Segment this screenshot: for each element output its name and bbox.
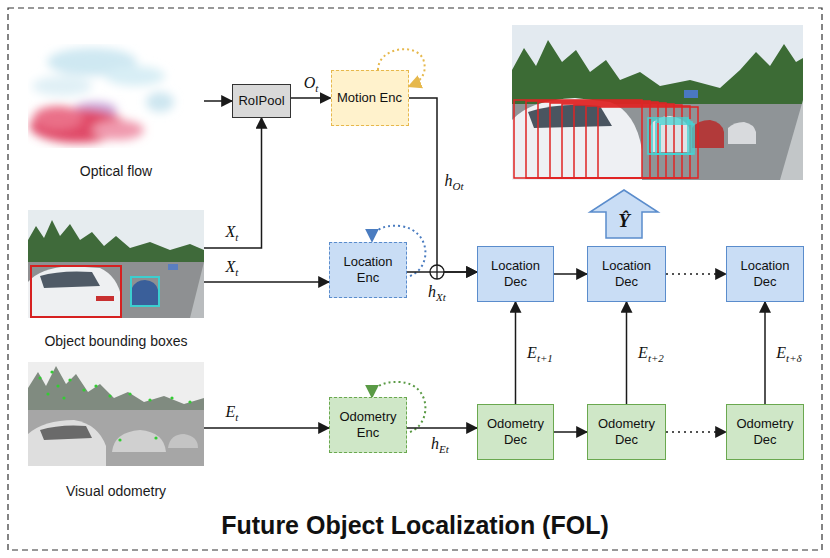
signal-label: hXt [426,283,448,306]
connector [626,302,628,404]
optical-flow-image [28,44,204,148]
image-caption: Object bounding boxes [44,333,187,350]
decoder-box: Location Dec [587,246,666,302]
connector [554,431,587,433]
box-label: Odometry Enc [334,409,402,441]
connector [515,302,517,404]
connector [204,427,329,429]
decoder-box: Odometry Dec [477,404,554,460]
encoder-box: Odometry Enc [329,397,407,453]
connector [204,118,262,248]
box-label: Odometry Dec [482,416,549,448]
box-label: Location Dec [482,258,549,290]
image-caption: Visual odometry [66,483,166,500]
decoder-box: Location Dec [726,246,804,302]
connector [204,281,329,283]
output-arrow [590,190,658,238]
connector [666,273,726,275]
box-label: Location Enc [334,254,402,286]
encoder-box: Location Enc [329,242,407,298]
decoder-box: Location Dec [477,246,554,302]
signal-label: Xt [224,223,241,246]
connector [409,98,478,272]
image-panel: Object bounding boxes [28,210,204,350]
image-panel: Visual odometry [28,362,204,500]
pool-box: RoIPool [232,84,291,118]
prediction-image [512,25,803,180]
signal-label: hOt [443,172,466,195]
image-caption: Optical flow [80,163,152,180]
output-symbol: Ŷ [618,211,630,231]
box-label: Motion Enc [337,90,402,106]
signal-label: Et+δ [774,344,803,367]
encoder-box: Motion Enc [331,70,409,126]
box-label: RoIPool [238,93,284,109]
connector [204,100,232,102]
visual-odometry-image [28,362,204,466]
signal-label: hEt [429,435,451,458]
connector [764,302,766,404]
bounding-box-image [28,210,204,318]
signal-label: Xt [224,258,241,281]
decoder-box: Odometry Dec [726,404,804,460]
box-label: Location Dec [592,258,661,290]
connector [407,271,477,273]
figure-title: Future Object Localization (FOL) [0,510,830,540]
signal-label: Ot [302,74,321,97]
connector [407,427,477,429]
decoder-box: Odometry Dec [587,404,666,460]
image-panel: Optical flow [28,44,204,180]
signal-label: Et [224,403,241,426]
box-label: Odometry Dec [731,416,799,448]
connector [554,273,587,275]
connector [666,431,726,433]
connector [291,97,331,99]
signal-label: Et+1 [525,344,555,367]
outer-frame [8,8,822,550]
signal-label: Et+2 [636,344,666,367]
box-label: Odometry Dec [592,416,661,448]
box-label: Location Dec [731,258,799,290]
